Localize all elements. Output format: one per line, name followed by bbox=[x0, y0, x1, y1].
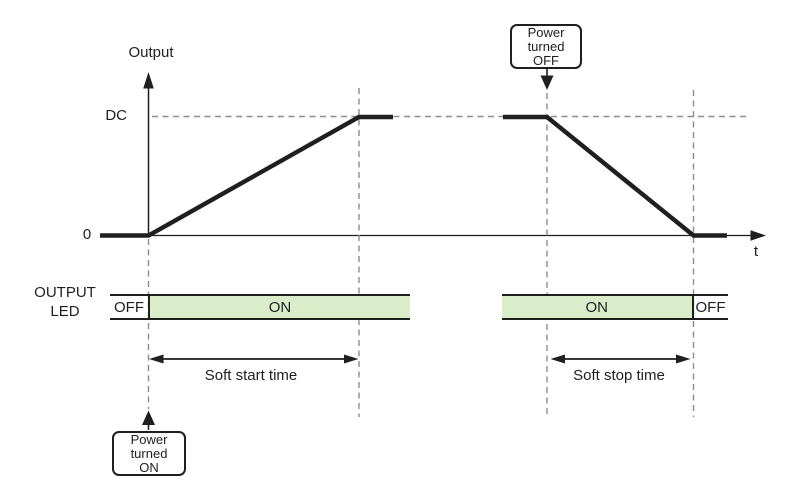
soft-start-time-label: Soft start time bbox=[204, 367, 298, 384]
led-state-label: ON bbox=[268, 298, 292, 316]
power-turned-on-callout: Power turned ON bbox=[112, 431, 186, 476]
power-on-callout-line2: turned bbox=[130, 445, 168, 461]
power-turned-off-callout: Power turned OFF bbox=[510, 24, 582, 69]
zero-level-label: 0 bbox=[82, 226, 92, 243]
y-axis-title: Output bbox=[128, 44, 174, 61]
waveform-soft-start-segment bbox=[100, 114, 393, 238]
led-state-label: ON bbox=[585, 298, 609, 316]
y-axis-arrowhead-icon bbox=[143, 72, 154, 89]
dc-level-label: DC bbox=[105, 107, 127, 124]
output-led-row-label-line1: OUTPUT bbox=[34, 284, 96, 301]
soft-start-right-arrowhead-icon bbox=[344, 354, 359, 364]
led-segment-off-final: OFF bbox=[693, 294, 728, 320]
led-state-label: OFF bbox=[695, 298, 726, 316]
power-on-pointer-arrowhead-icon bbox=[142, 410, 155, 425]
power-off-callout-line2: turned bbox=[527, 38, 565, 54]
power-off-callout-line3: OFF bbox=[533, 52, 559, 68]
output-led-row-label: OUTPUT LED bbox=[24, 283, 106, 321]
waveform-soft-stop-segment bbox=[503, 114, 727, 238]
power-on-callout-line1: Power bbox=[130, 431, 168, 447]
x-axis-arrowhead-icon bbox=[750, 230, 766, 241]
led-state-label: OFF bbox=[114, 298, 144, 316]
soft-stop-left-arrowhead-icon bbox=[550, 354, 565, 364]
soft-stop-time-label: Soft stop time bbox=[573, 367, 665, 384]
soft-stop-right-arrowhead-icon bbox=[676, 354, 691, 364]
led-segment-on-stop: ON bbox=[502, 294, 694, 320]
led-segment-off-initial: OFF bbox=[110, 294, 148, 320]
x-axis-title: t bbox=[753, 243, 759, 260]
output-led-row-label-line2: LED bbox=[50, 303, 80, 320]
power-on-callout-line3: ON bbox=[139, 459, 159, 475]
soft-start-left-arrowhead-icon bbox=[149, 354, 164, 364]
power-off-callout-line1: Power bbox=[527, 24, 565, 40]
power-off-pointer-arrowhead-icon bbox=[540, 75, 554, 90]
led-segment-on-start: ON bbox=[148, 294, 410, 320]
